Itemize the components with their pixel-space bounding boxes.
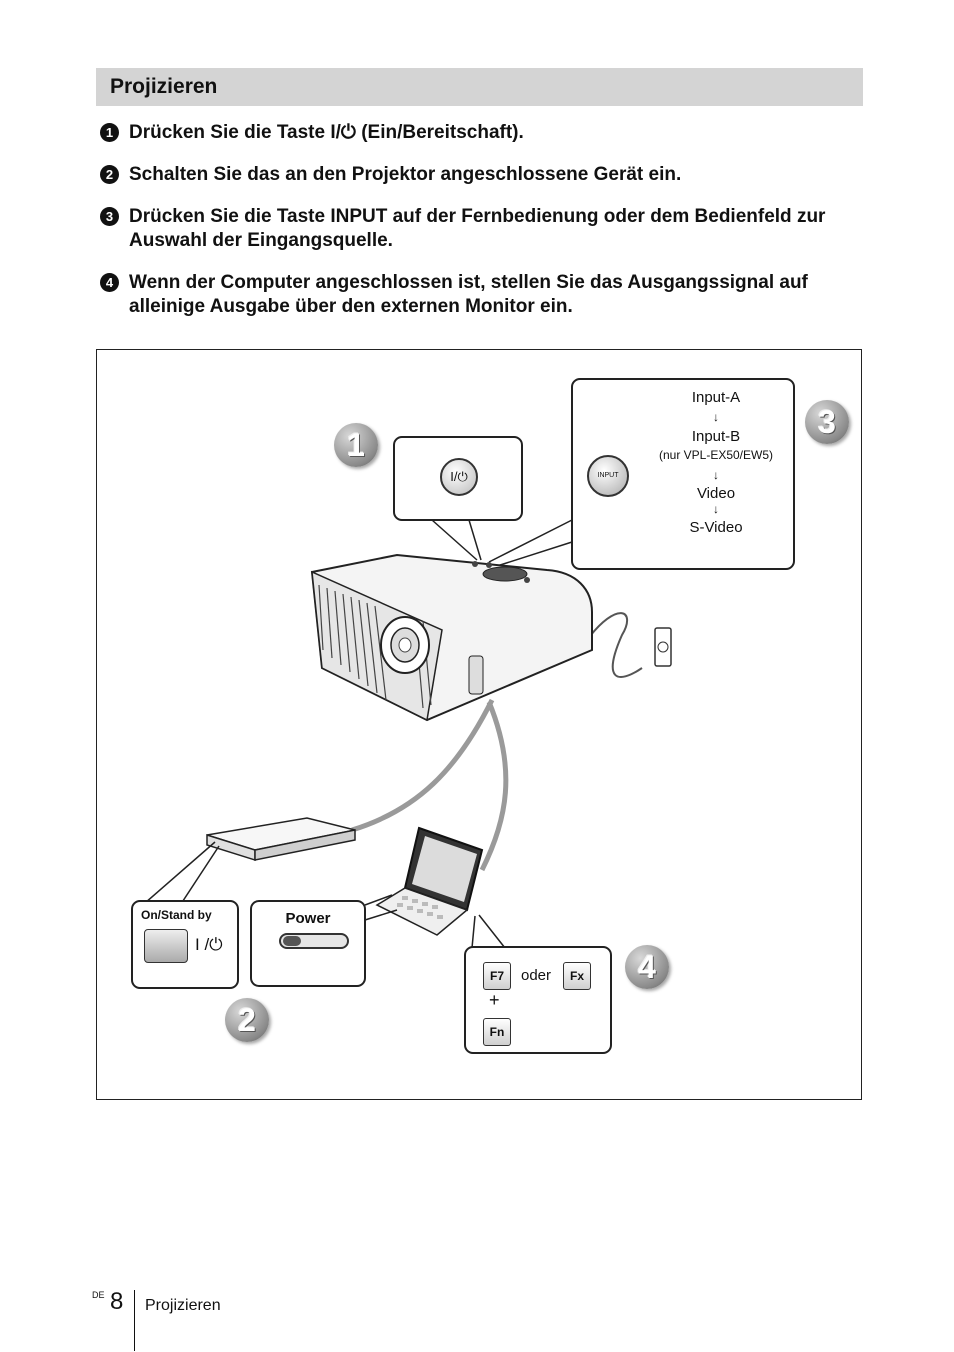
footer-divider: [134, 1290, 135, 1351]
footer-language-code: DE: [92, 1290, 105, 1300]
step-text: Wenn der Computer angeschlossen ist, ste…: [129, 272, 808, 317]
on-standby-callout: On/Stand by I /⏻: [131, 900, 239, 989]
chain-video: Video: [696, 485, 736, 502]
badge-2: 2: [225, 998, 269, 1042]
key-f7: F7: [483, 962, 511, 990]
step-text: Drücken Sie die Taste I/⏻ (Ein/Bereitsch…: [129, 122, 524, 143]
badge-1: 1: [334, 423, 378, 467]
badge-4: 4: [625, 945, 669, 989]
chain-s-video: S-Video: [689, 519, 743, 536]
key-plus: +: [489, 990, 500, 1010]
step-number: 4: [100, 273, 119, 292]
projector-control-panel: [482, 566, 528, 582]
power-switch-callout: Power: [250, 900, 366, 987]
power-cord: [586, 612, 643, 678]
key-fx: Fx: [563, 962, 591, 990]
cable-dvd: [351, 698, 495, 833]
chain-input-b-note: (nur VPL-EX50/EW5): [658, 448, 774, 462]
power-button[interactable]: I/⏻: [440, 458, 478, 496]
chain-input-b: Input-B: [691, 428, 741, 445]
key-fn: Fn: [483, 1018, 511, 1046]
chain-arrow: ↓: [713, 502, 719, 516]
chain-arrow: ↓: [713, 468, 719, 482]
footer-section-label: Projizieren: [145, 1297, 221, 1314]
footer-page-number: 8: [110, 1288, 124, 1315]
power-switch[interactable]: [279, 933, 349, 949]
section-header-bar: Projizieren: [96, 68, 863, 106]
key-combination-callout: F7 oder Fx + Fn: [464, 946, 612, 1054]
power-switch-knob: [283, 936, 301, 946]
cable-laptop: [479, 701, 509, 872]
illustration-graphics: [136, 398, 713, 949]
setup-illustration: I/⏻ 1 INPUT Input-A ↓ Input-B (nur VPL-E…: [96, 349, 862, 1100]
step-text: Schalten Sie das an den Projektor angesc…: [129, 164, 682, 185]
power-label: Power: [285, 910, 331, 927]
input-selection-callout: INPUT Input-A ↓ Input-B (nur VPL-EX50/EW…: [571, 378, 795, 570]
wall-socket: [654, 627, 672, 667]
step-number: 3: [100, 207, 119, 226]
power-button-callout: I/⏻: [393, 436, 523, 521]
step-text: Drücken Sie die Taste INPUT auf der Fern…: [129, 206, 826, 251]
on-standby-label: On/Stand by: [141, 908, 212, 922]
chain-arrow: ↓: [713, 410, 719, 424]
input-button[interactable]: INPUT: [587, 455, 629, 497]
section-title: Projizieren: [110, 75, 218, 98]
chain-input-a: Input-A: [691, 389, 741, 406]
key-or-label: oder: [521, 967, 552, 984]
step-number: 1: [100, 123, 119, 142]
on-standby-button[interactable]: [144, 929, 188, 963]
badge-3: 3: [805, 400, 849, 444]
step-number: 2: [100, 165, 119, 184]
on-standby-symbol: I /⏻: [195, 935, 223, 954]
